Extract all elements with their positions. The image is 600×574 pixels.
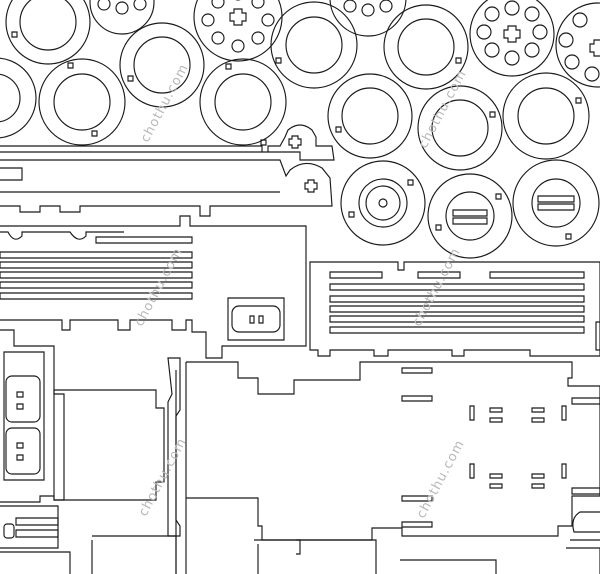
ring-part bbox=[418, 86, 502, 170]
box-parts-bottom bbox=[54, 358, 496, 574]
ring-part bbox=[271, 2, 357, 88]
vented-panel-right bbox=[310, 262, 600, 356]
gear-disc-part bbox=[194, 0, 282, 61]
strip-parts bbox=[0, 125, 334, 216]
ring-part bbox=[0, 58, 36, 138]
ring-part bbox=[6, 0, 90, 64]
gear-disc-part bbox=[470, 0, 554, 76]
vented-panel-left bbox=[0, 216, 306, 358]
ring-part bbox=[39, 59, 125, 145]
slotted-knob-part bbox=[428, 174, 512, 258]
knob-disc-part bbox=[341, 161, 425, 245]
knob-parts bbox=[341, 160, 599, 258]
round-parts-top bbox=[0, 0, 600, 170]
ring-part bbox=[200, 59, 286, 145]
gear-disc-part bbox=[90, 0, 154, 34]
ring-part bbox=[503, 73, 589, 159]
enclosure-panel-bottom bbox=[186, 362, 600, 574]
ring-part bbox=[120, 23, 204, 107]
connector-cutout bbox=[4, 352, 44, 480]
gear-disc-part bbox=[556, 3, 600, 87]
connector-cutout bbox=[228, 298, 284, 340]
ring-part bbox=[384, 5, 468, 89]
gear-disc-part bbox=[330, 0, 406, 36]
side-plate-left bbox=[0, 330, 70, 574]
slotted-knob-part bbox=[513, 160, 599, 246]
ring-part bbox=[328, 74, 412, 158]
